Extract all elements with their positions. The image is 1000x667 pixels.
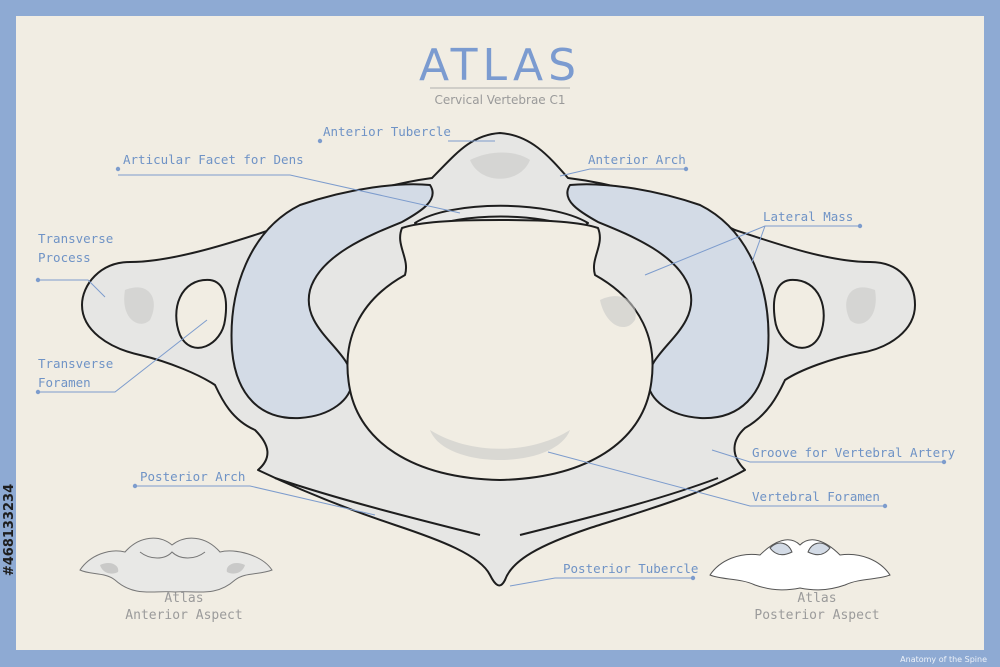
posterior-aspect-thumbnail — [709, 539, 891, 591]
label-transverse-process-1: Transverse — [38, 231, 113, 246]
label-groove: Groove for Vertebral Artery — [752, 445, 956, 460]
page-title: ATLAS — [419, 40, 581, 91]
right-transverse-foramen — [772, 278, 825, 349]
stock-id: #468133234 — [2, 484, 17, 576]
leader-lines — [35, 138, 947, 587]
label-vertebral-foramen: Vertebral Foramen — [752, 489, 880, 504]
label-posterior-tubercle: Posterior Tubercle — [563, 561, 698, 576]
right-superior-facet — [566, 183, 770, 420]
anterior-caption-1: Atlas — [164, 591, 203, 606]
posterior-caption-1: Atlas — [797, 591, 836, 606]
anterior-caption-2: Anterior Aspect — [125, 608, 242, 623]
left-superior-facet — [230, 183, 434, 420]
atlas-vertebra — [81, 132, 916, 587]
anterior-aspect-thumbnail — [79, 537, 273, 593]
bone-shading — [124, 152, 876, 460]
label-anterior-arch: Anterior Arch — [588, 152, 686, 167]
left-transverse-foramen — [175, 278, 228, 349]
posterior-caption-2: Posterior Aspect — [754, 608, 879, 623]
footer-credit: Anatomy of the Spine — [900, 655, 987, 664]
label-lateral-mass: Lateral Mass — [763, 209, 853, 224]
label-transverse-process-2: Process — [38, 250, 91, 265]
label-transverse-foramen-1: Transverse — [38, 356, 113, 371]
label-posterior-arch: Posterior Arch — [140, 469, 245, 484]
vertebral-foramen-shape — [346, 219, 654, 481]
label-articular-facet: Articular Facet for Dens — [123, 152, 304, 167]
page-subtitle: Cervical Vertebrae C1 — [434, 93, 565, 107]
posterior-arch-edge — [274, 477, 719, 536]
label-anterior-tubercle: Anterior Tubercle — [323, 124, 451, 139]
label-transverse-foramen-2: Foramen — [38, 375, 91, 390]
